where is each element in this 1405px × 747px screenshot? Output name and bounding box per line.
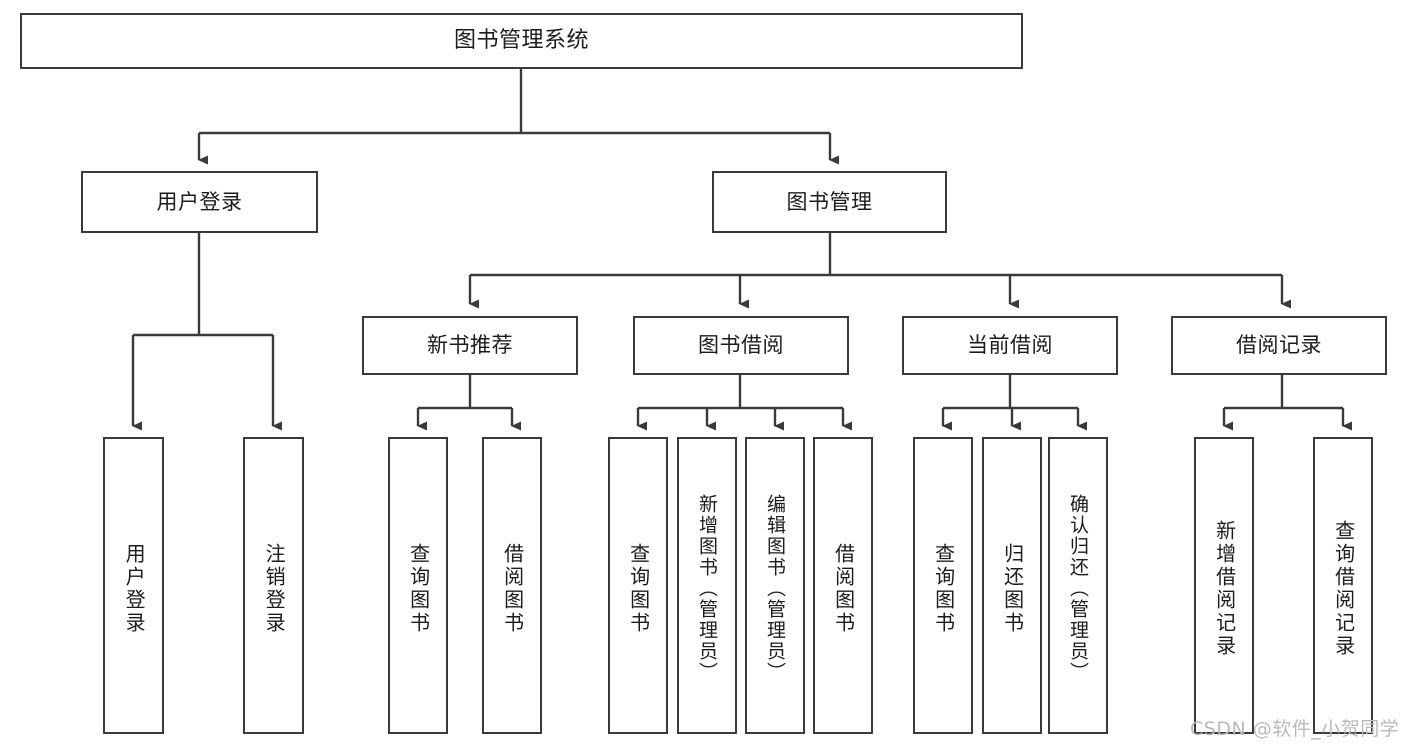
leaf-user-login-logout[interactable]: 注销登录 <box>243 437 304 734</box>
leaf-book-borrow-query-book[interactable]: 查询图书 <box>608 437 668 734</box>
node-borrow-record[interactable]: 借阅记录 <box>1171 316 1387 375</box>
node-current-borrow[interactable]: 当前借阅 <box>902 316 1118 375</box>
leaf-user-login-login[interactable]: 用户登录 <box>103 437 164 734</box>
leaf-current-borrow-query-book[interactable]: 查询图书 <box>913 437 973 734</box>
watermark-text: CSDN @软件_小贺同学 <box>1190 718 1400 740</box>
leaf-current-borrow-confirm-return-admin[interactable]: 确认归还（管理员） <box>1048 437 1108 734</box>
leaf-new-book-borrow-book[interactable]: 借阅图书 <box>482 437 542 734</box>
node-root-book-management-system[interactable]: 图书管理系统 <box>20 13 1023 69</box>
node-book-borrow[interactable]: 图书借阅 <box>633 316 849 375</box>
leaf-borrow-record-add-record[interactable]: 新增借阅记录 <box>1194 437 1254 734</box>
node-user-login[interactable]: 用户登录 <box>81 171 318 233</box>
leaf-current-borrow-return-book[interactable]: 归还图书 <box>982 437 1042 734</box>
leaf-new-book-query-book[interactable]: 查询图书 <box>388 437 448 734</box>
node-new-book-recommend[interactable]: 新书推荐 <box>362 316 578 375</box>
leaf-book-borrow-edit-book-admin[interactable]: 编辑图书（管理员） <box>745 437 805 734</box>
node-book-management[interactable]: 图书管理 <box>712 171 947 233</box>
leaf-book-borrow-add-book-admin[interactable]: 新增图书（管理员） <box>677 437 737 734</box>
leaf-borrow-record-query-record[interactable]: 查询借阅记录 <box>1313 437 1373 734</box>
leaf-book-borrow-borrow-book[interactable]: 借阅图书 <box>813 437 873 734</box>
